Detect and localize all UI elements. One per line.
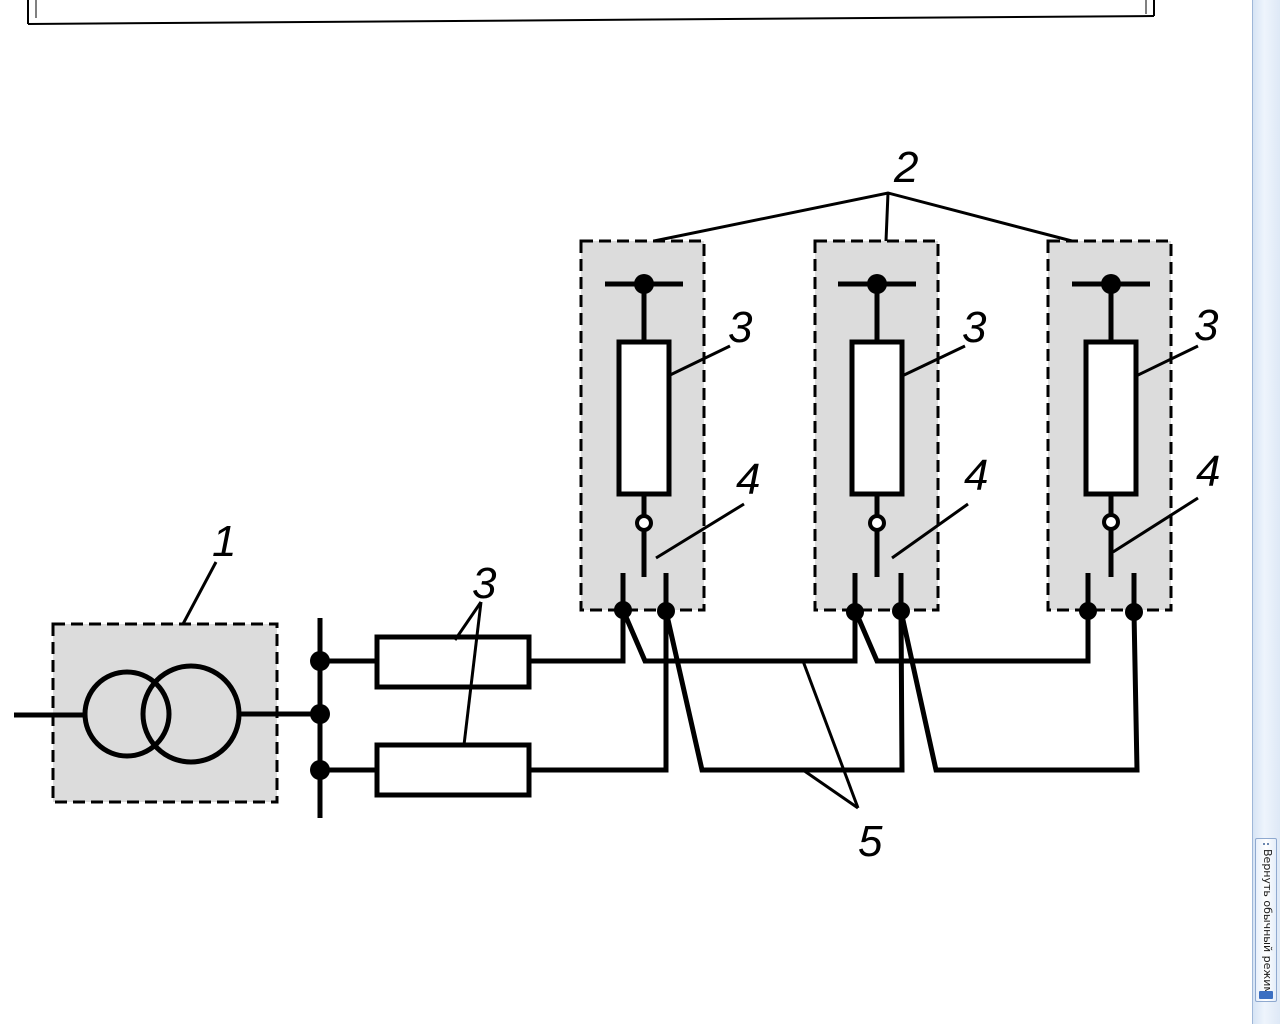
grip-icon	[1263, 843, 1269, 851]
label-fuse-a: 3	[728, 303, 753, 352]
label-cables: 5	[858, 817, 883, 866]
label-fuse-b: 3	[962, 303, 987, 352]
label-switch-c: 4	[1196, 447, 1220, 496]
bus-nodes	[310, 651, 330, 780]
circuit-diagram: 1 2 3 3 3 3 4 4 4 5	[14, 0, 1220, 866]
return-normal-mode-label: Вернуть обычный режим	[1261, 849, 1274, 995]
label-fuses-main: 3	[472, 559, 497, 608]
leader-lines	[181, 191, 1199, 810]
label-fuse-c: 3	[1194, 301, 1219, 350]
label-switch-a: 4	[736, 455, 760, 504]
label-switch-b: 4	[964, 451, 988, 500]
transformer-symbol	[14, 663, 320, 765]
cable-ring	[620, 609, 1140, 773]
diagram-area: 1 2 3 3 3 3 4 4 4 5	[14, 0, 1221, 866]
main-fuses	[374, 634, 532, 798]
label-cabinets: 2	[893, 143, 918, 192]
page-top-edge	[27, 0, 1155, 25]
restore-icon	[1259, 991, 1273, 999]
return-normal-mode-button[interactable]: Вернуть обычный режим	[1255, 838, 1277, 1002]
label-transformer: 1	[212, 517, 236, 566]
